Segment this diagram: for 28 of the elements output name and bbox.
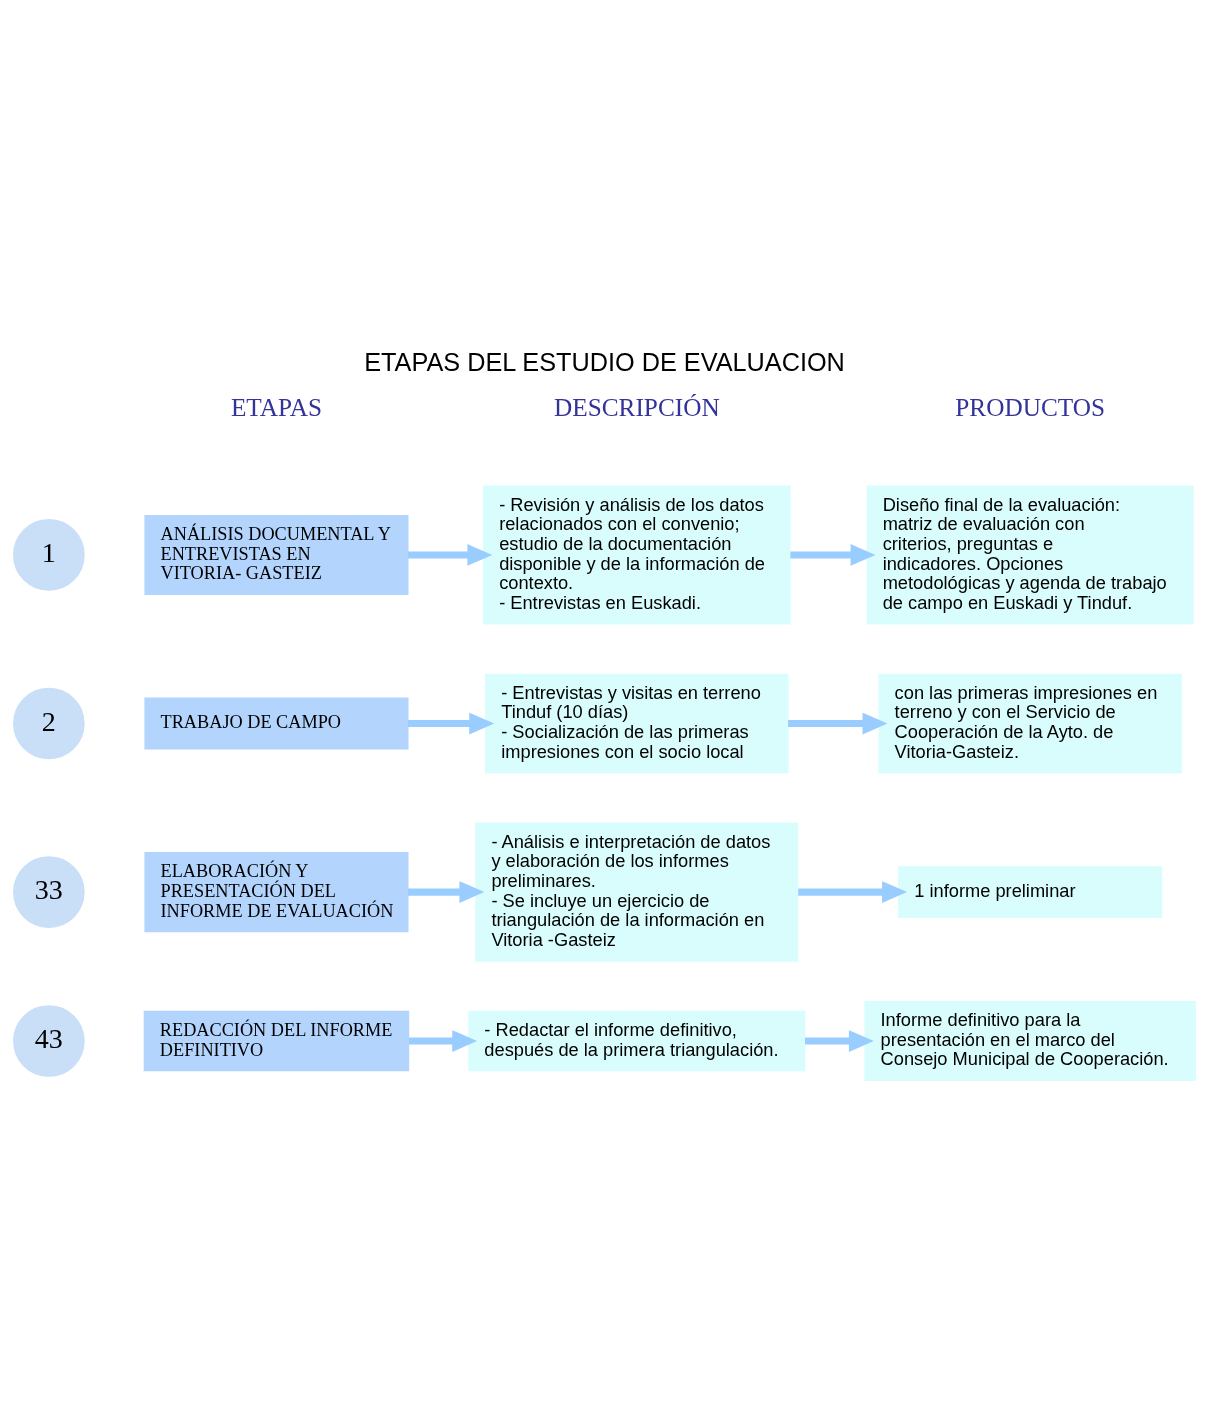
arrow: [790, 544, 876, 566]
node-box: Informe definitivo para la presentación en el marco del Consejo Municipal de Cooperación.: [864, 1001, 1196, 1082]
node-box: con las primeras impresiones en terreno y con el Servicio de Cooperación de la Ayto. de Vitoria-Gasteiz.: [878, 673, 1182, 774]
node-box: - Análisis e interpretación de datos y elaboración de los informes preliminares. - Se incluye un ejercicio de triangulación de la información en Vitoria -Gasteiz: [475, 822, 799, 962]
node-box: REDACCIÓN DEL INFORME DEFINITIVO: [143, 1010, 410, 1072]
node-circle: 1: [13, 519, 85, 591]
node-circle: 33: [13, 856, 85, 928]
node-box: - Entrevistas y visitas en terreno Tinduf (10 días) - Socialización de las primeras impresiones con el socio local: [485, 673, 789, 774]
label: ETAPAS: [230, 393, 323, 422]
diagram-title: ETAPAS DEL ESTUDIO DE EVALUACION: [364, 348, 845, 377]
arrow: [407, 881, 485, 904]
node-box: TRABAJO DE CAMPO: [144, 697, 409, 750]
arrow: [805, 1030, 874, 1052]
arrow: [408, 1030, 478, 1052]
arrow: [788, 712, 888, 735]
arrow: [407, 544, 493, 566]
node-box: - Redactar el informe definitivo, después de la primera triangulación.: [468, 1010, 806, 1072]
node-box: ELABORACIÓN Y PRESENTACIÓN DEL INFORME DE EVALUACIÓN: [144, 852, 409, 933]
label: DESCRIPCIÓN: [553, 393, 720, 422]
node-circle: 2: [13, 687, 85, 760]
label: PRODUCTOS: [955, 393, 1106, 422]
node-box: ANÁLISIS DOCUMENTAL Y ENTREVISTAS EN VITORIA- GASTEIZ: [144, 514, 409, 595]
arrow: [798, 881, 907, 904]
node-box: Diseño final de la evaluación: matriz de evaluación con criterios, preguntas e indicadores. Opciones metodológicas y agenda de trabajo de campo en Euskadi y Tinduf.: [866, 485, 1194, 625]
node-box: - Revisión y análisis de los datos relacionados con el convenio; estudio de la documentación disponible y de la información de contexto. - Entrevistas en Euskadi.: [483, 485, 791, 625]
node-box: 1 informe preliminar: [898, 866, 1163, 919]
node-circle: 43: [13, 1005, 85, 1077]
arrow: [407, 712, 495, 735]
